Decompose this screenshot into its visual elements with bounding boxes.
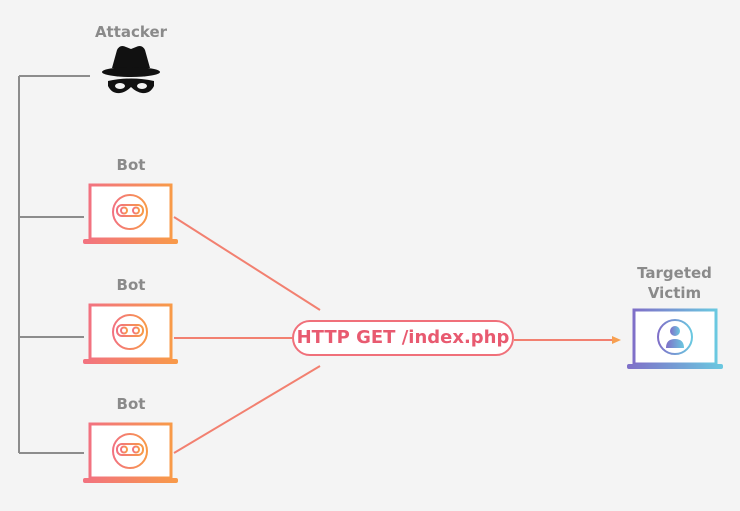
http-request-pill: HTTP GET /index.php	[292, 320, 514, 356]
bot-label-1: Bot	[116, 156, 146, 174]
bot-laptop-1	[83, 183, 178, 244]
bot-label-3: Bot	[116, 395, 146, 413]
victim-laptop	[627, 308, 723, 369]
attacker-label: Attacker	[94, 23, 168, 41]
robot-icon	[112, 314, 148, 350]
robot-icon	[112, 433, 148, 469]
bot-label-2: Bot	[116, 276, 146, 294]
user-icon	[657, 319, 693, 355]
bot-request-lines	[173, 216, 321, 454]
robot-icon	[112, 194, 148, 230]
bot-laptop-2	[83, 303, 178, 364]
bot-laptop-3	[83, 422, 178, 483]
attacker-tree-lines	[18, 75, 90, 454]
victim-label: Targeted Victim	[637, 264, 712, 302]
spy-hat-icon	[102, 46, 160, 94]
request-arrow	[514, 336, 621, 344]
